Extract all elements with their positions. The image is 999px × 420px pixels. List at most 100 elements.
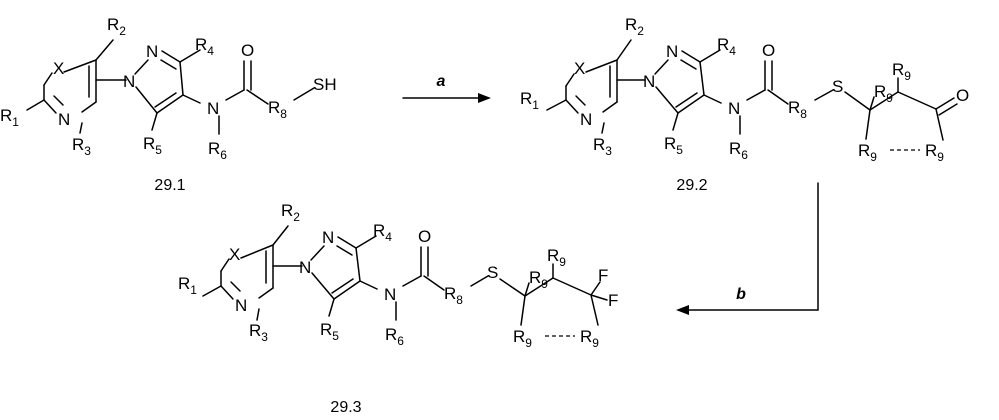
atom-label: R9 [858,141,877,164]
bond [747,90,765,100]
reaction-arrow-a: a [403,73,491,103]
compound-29-3: R1 X R2 N R3 N N R4 R5 N R6 O R8 S R9 R9… [178,201,618,416]
bond [681,60,696,69]
bond [337,246,352,255]
atom-label: O [241,41,254,60]
bond [845,92,870,110]
atom-label: R5 [664,134,683,157]
atom-label: N [146,42,158,61]
bond [424,276,444,290]
bond [155,93,176,107]
bond [682,51,700,62]
bond [360,281,377,289]
atom-label: R2 [281,201,300,224]
bond [136,87,157,113]
atom-label: R6 [208,139,227,162]
bond [338,237,356,248]
bond [602,123,604,133]
atom-label: SH [313,75,337,94]
atom-label: R6 [729,139,748,162]
bond [135,60,148,74]
bond [161,60,176,69]
compound-caption: 29.1 [154,177,185,194]
arrow-head [478,93,491,103]
bond [566,100,578,113]
bond [591,295,607,300]
atom-label: R9 [547,246,566,269]
bond [257,309,259,320]
atom-label: F [608,291,618,310]
bond [591,295,598,325]
atom-label: X [574,59,585,78]
atom-label: R4 [195,35,214,58]
atom-label: R3 [72,135,91,158]
atom-label: O [762,41,775,60]
atom-label: N [384,285,396,304]
atom-label: F [598,266,608,285]
atom-label: R9 [580,327,599,350]
reaction-arrow-b: b [676,183,818,315]
atom-label: R9 [513,327,532,350]
bond [183,95,200,103]
atom-label: R4 [717,35,736,58]
bond [356,248,360,281]
atom-label: N [728,99,740,118]
bond [273,226,288,245]
bond [617,40,631,60]
atom-label: N [580,110,592,129]
bond [700,62,704,95]
atom-label: O [418,227,431,246]
bond [704,95,721,103]
bond [471,276,488,286]
atom-label: N [235,296,247,315]
bond [676,93,697,107]
atom-label: R8 [788,98,807,121]
bond [96,40,113,60]
bond [521,296,525,325]
step-label-a: a [437,73,446,90]
atom-label: O [956,86,969,105]
atom-label: X [229,245,240,264]
atom-label: R3 [593,135,612,158]
bond [152,113,157,130]
atom-label: N [666,42,678,61]
compound-caption: 29.3 [330,399,361,416]
atom-label: N [58,110,70,129]
atom-label: N [207,99,219,118]
bond [294,88,314,100]
bond [329,299,334,316]
compound-caption: 29.2 [676,177,707,194]
bond [203,286,221,296]
atom-label: R3 [249,321,268,344]
compound-29-1: R1 X R2 N R3 N N R4 R5 N R6 O R8 SH 29.1 [0,15,337,194]
atom-label: R1 [178,274,197,297]
bond [44,73,52,85]
bond [656,87,678,113]
bond [82,102,96,112]
atom-label: S [487,263,498,282]
bond [815,90,833,100]
bond [226,90,244,100]
bond [553,278,591,295]
atom-label: X [53,59,64,78]
atom-label: R9 [892,60,911,83]
arrow-head [676,305,689,315]
bond [332,279,353,293]
atom-label: R5 [320,320,339,343]
bond [403,276,421,286]
atom-label: R1 [520,89,539,112]
bond [44,100,56,113]
atom-label: R1 [0,106,19,129]
bond [54,96,63,105]
compound-29-2: R1 X R2 N R3 N N R4 R5 N R6 O R8 S R9 R9… [520,15,969,194]
bond [866,110,870,139]
bond [259,288,273,298]
atom-label: R2 [625,15,644,38]
step-label-b: b [736,286,746,303]
atom-label: R5 [143,134,162,157]
atom-label: S [832,77,843,96]
bond [221,286,233,299]
bond [312,273,334,299]
